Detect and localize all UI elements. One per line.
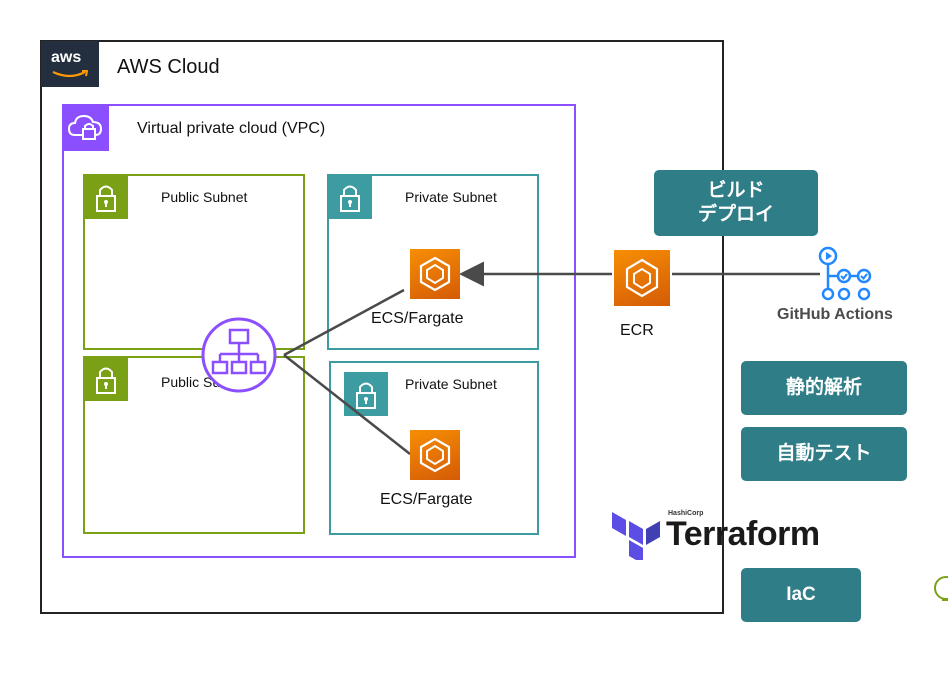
- lock-icon: [84, 175, 128, 219]
- build-deploy-badge: ビルド デプロイ: [654, 170, 818, 236]
- github-actions-label: GitHub Actions: [777, 306, 893, 323]
- ecs-fargate-icon: [410, 249, 460, 299]
- deploy-label: デプロイ: [697, 204, 774, 225]
- static-analysis-badge: 静的解析: [741, 361, 907, 415]
- cutoff-icon: [930, 570, 948, 610]
- aws-logo-text: aws: [51, 49, 82, 66]
- aws-cloud-group: [40, 40, 724, 614]
- auto-test-label: 自動テスト: [776, 443, 872, 465]
- ecr-icon: [614, 250, 670, 306]
- public-subnet-bottom: [83, 356, 305, 534]
- public-subnet-label: Public Subnet: [161, 189, 248, 205]
- terraform-brand-label: HashiCorp: [668, 510, 704, 517]
- terraform-label: Terraform: [666, 515, 820, 553]
- ecs-fargate-icon: [410, 430, 460, 480]
- aws-logo-icon: aws: [41, 41, 99, 87]
- aws-cloud-title: AWS Cloud: [117, 56, 220, 78]
- auto-test-badge: 自動テスト: [741, 427, 907, 481]
- iac-label: IaC: [786, 584, 816, 606]
- static-analysis-label: 静的解析: [785, 377, 862, 399]
- lock-icon: [84, 357, 128, 401]
- terraform-logo-icon: [612, 510, 662, 564]
- github-actions-icon: [816, 244, 878, 306]
- load-balancer-icon: [200, 316, 278, 394]
- ecs-fargate-label: ECS/Fargate: [371, 310, 464, 327]
- private-subnet-label: Private Subnet: [405, 189, 497, 205]
- ecs-fargate-label: ECS/Fargate: [380, 491, 473, 508]
- alb-to-ecs-top-line: [283, 288, 405, 357]
- build-label: ビルド: [707, 180, 765, 202]
- private-subnet-label: Private Subnet: [405, 376, 497, 392]
- ecr-label: ECR: [620, 322, 654, 339]
- iac-badge: IaC: [741, 568, 861, 622]
- vpc-cloud-icon: [63, 105, 109, 151]
- alb-to-ecs-bottom-line: [283, 354, 411, 455]
- vpc-title: Virtual private cloud (VPC): [137, 120, 326, 137]
- private-subnet-top: [327, 174, 539, 350]
- lock-icon: [328, 175, 372, 219]
- public-subnet-top: [83, 174, 305, 350]
- vpc-group: [62, 104, 576, 558]
- private-subnet-bottom: [329, 361, 539, 535]
